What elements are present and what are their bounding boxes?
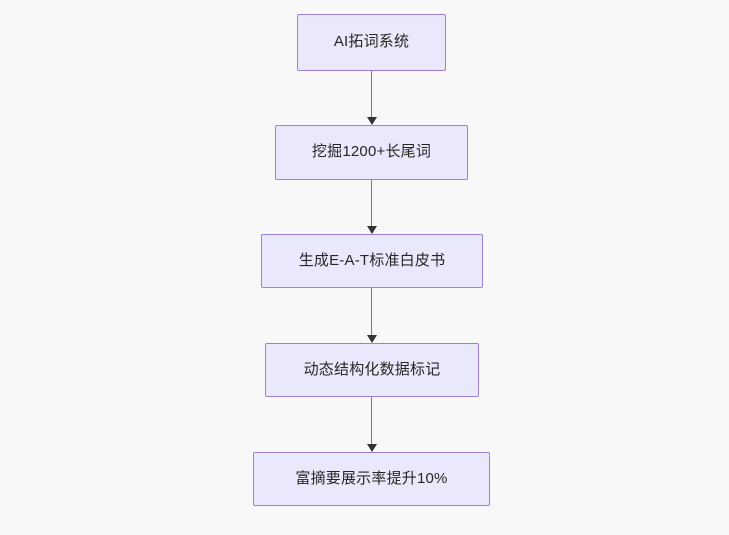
arrowhead-icon [366, 335, 377, 343]
flow-node-generate-eat-whitepaper[interactable]: 生成E-A-T标准白皮书 [261, 234, 483, 288]
edge-line [370, 288, 373, 335]
flow-node-ai-keyword-system[interactable]: AI拓词系统 [297, 14, 446, 71]
flow-node-dynamic-structured-data-markup[interactable]: 动态结构化数据标记 [265, 343, 479, 397]
flow-node-mine-longtail-keywords[interactable]: 挖掘1200+长尾词 [275, 125, 468, 180]
flow-node-rich-snippet-impression-uplift[interactable]: 富摘要展示率提升10% [253, 452, 490, 506]
edge-line [370, 180, 373, 226]
arrowhead-icon [366, 226, 377, 234]
edge-line [370, 71, 373, 117]
edge-line [370, 397, 373, 444]
arrowhead-icon [366, 444, 377, 452]
arrowhead-icon [366, 117, 377, 125]
